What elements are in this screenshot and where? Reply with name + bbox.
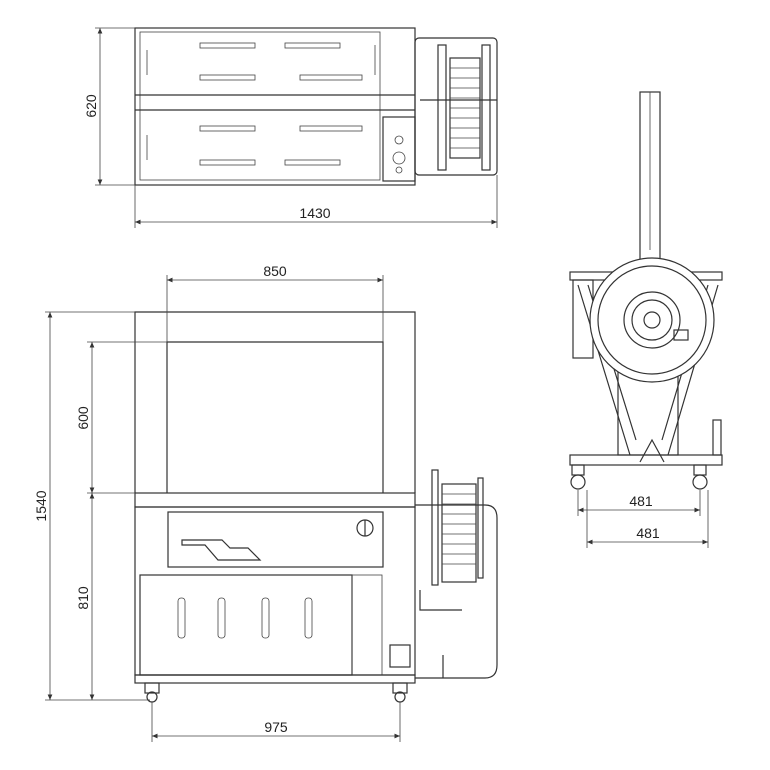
front-slots: [177, 597, 313, 639]
top-slots: [146, 42, 376, 166]
dim-width-label: 1430: [299, 205, 330, 221]
front-reel: [415, 469, 498, 679]
dim-arch-width-label: 850: [263, 263, 287, 279]
front-view: 850 1540 600 810 975: [33, 263, 498, 742]
top-view: 620 1430: [83, 27, 498, 228]
dim-arch-height-label: 600: [75, 406, 91, 430]
dim-depth-label: 620: [83, 94, 99, 118]
side-view: 481 481: [569, 91, 723, 548]
dim-table-height-label: 810: [75, 586, 91, 610]
side-wheels: [570, 464, 708, 490]
dim-total-height-label: 1540: [33, 490, 49, 521]
top-reel: [414, 37, 498, 176]
front-wheels: [144, 682, 408, 703]
dim-base-width-label: 481: [636, 525, 660, 541]
front-control-box: [389, 644, 411, 668]
dim-wheel-track-label: 481: [629, 493, 653, 509]
top-control-panel: [382, 116, 416, 182]
dim-wheelbase-label: 975: [264, 719, 288, 735]
